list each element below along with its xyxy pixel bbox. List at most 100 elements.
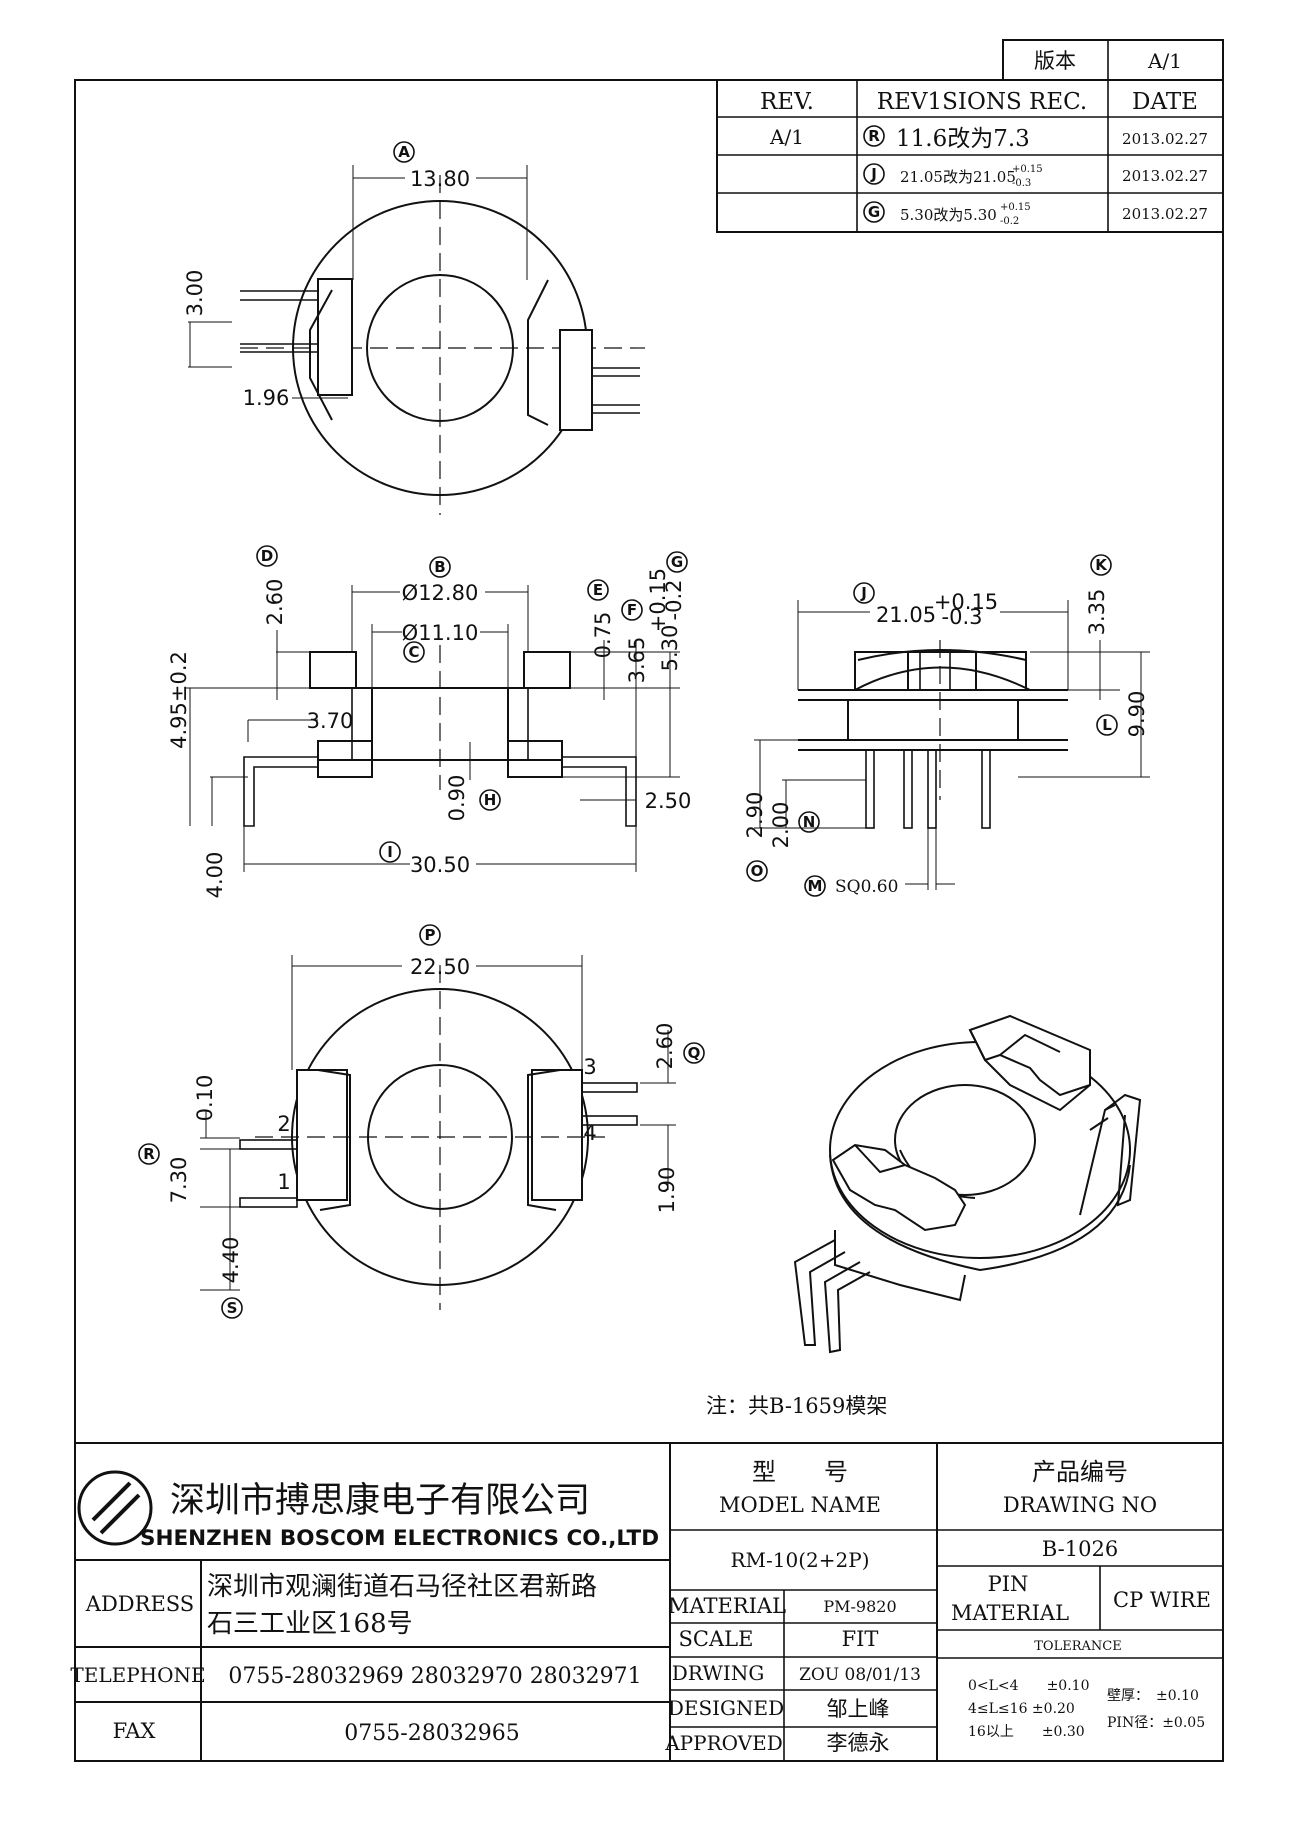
bottom-dim-p: 22.50 bbox=[410, 955, 470, 979]
company-name-en: SHENZHEN BOSCOM ELECTRONICS CO.,LTD bbox=[140, 1526, 659, 1551]
note-text: 注：共B-1659模架 bbox=[706, 1394, 887, 1418]
company-logo bbox=[77, 1470, 153, 1546]
side-dim-d: 2.60 bbox=[263, 579, 287, 626]
tolerance-row-2: 4≤L≤16 ±0.20 bbox=[968, 1701, 1075, 1717]
side-mark-f: F bbox=[627, 601, 637, 619]
pin-2-label: 2 bbox=[277, 1112, 290, 1136]
pin-material-label-2: MATERIAL bbox=[951, 1601, 1069, 1625]
side-tol-g-dn: -0.2 bbox=[662, 580, 686, 621]
pin-material-value: CP WIRE bbox=[1113, 1588, 1211, 1612]
front-mark-j: J bbox=[860, 584, 867, 602]
bottom-dim-260: 2.60 bbox=[653, 1023, 677, 1070]
top-dim-300: 3.00 bbox=[183, 270, 207, 317]
rev-row3-date: 2013.02.27 bbox=[1122, 205, 1208, 223]
model-value: RM-10(2+2P) bbox=[730, 1548, 869, 1572]
pin-3-label: 3 bbox=[583, 1055, 596, 1079]
approved-value: 李德永 bbox=[827, 1731, 890, 1755]
top-mark-a: A bbox=[398, 143, 410, 161]
side-mark-h: H bbox=[484, 791, 497, 809]
side-dim-h: 0.90 bbox=[445, 775, 469, 822]
top-view: 13.80 A 3.00 1.96 bbox=[183, 141, 645, 515]
bottom-mark-q: Q bbox=[688, 1044, 701, 1062]
address-label: ADDRESS bbox=[85, 1592, 194, 1616]
bottom-view: 2 1 3 4 22.50 P 0.10 7.30 R 4.40 S 2.60 … bbox=[138, 924, 705, 1319]
rev-row2-tol-dn: -0.3 bbox=[1012, 178, 1031, 189]
front-dim-200: 2.00 bbox=[769, 802, 793, 849]
rev-row2-mark: J bbox=[870, 165, 877, 183]
bottom-dim-190: 1.90 bbox=[655, 1167, 679, 1214]
tolerance-pin: PIN径：±0.05 bbox=[1107, 1715, 1205, 1731]
side-mark-b: B bbox=[434, 558, 445, 576]
scale-label: SCALE bbox=[679, 1627, 754, 1651]
model-label-cn: 型 号 bbox=[752, 1458, 848, 1486]
pin-4-label: 4 bbox=[583, 1121, 596, 1145]
fax-value: 0755-28032965 bbox=[344, 1721, 519, 1746]
side-dim-height: 4.95±0.2 bbox=[167, 651, 191, 749]
front-mark-n: N bbox=[803, 813, 816, 831]
front-mark-k: K bbox=[1095, 556, 1108, 574]
front-mark-m: M bbox=[808, 877, 823, 895]
front-dim-m: SQ0.60 bbox=[835, 877, 898, 897]
drawing-value: B-1026 bbox=[1042, 1537, 1118, 1561]
side-mark-c: C bbox=[408, 643, 419, 661]
address-line1: 深圳市观澜街道石马径社区君新路 bbox=[207, 1572, 597, 1602]
rev-row2-text: 21.05改为21.05 bbox=[900, 168, 1016, 186]
side-dim-e: 0.75 bbox=[591, 612, 615, 659]
side-tol-g-up: +0.15 bbox=[646, 568, 670, 632]
bottom-dim-440: 4.40 bbox=[219, 1237, 243, 1284]
designed-value: 邹上峰 bbox=[827, 1697, 890, 1721]
revisions-table: REV. REV1SIONS REC. DATE A/1 R 11.6改为7.3… bbox=[716, 79, 1224, 233]
isometric-view bbox=[793, 1014, 1142, 1354]
company-name-cn: 深圳市搏思康电子有限公司 bbox=[170, 1481, 590, 1521]
version-value: A/1 bbox=[1147, 49, 1182, 73]
rev-row1-text: 11.6改为7.3 bbox=[896, 126, 1030, 152]
telephone-value: 0755-28032969 28032970 28032971 bbox=[228, 1664, 641, 1689]
side-dim-370: 3.70 bbox=[307, 709, 354, 733]
front-mark-o: O bbox=[751, 862, 764, 880]
version-label: 版本 bbox=[1034, 49, 1076, 73]
rev-row3-text: 5.30改为5.30 bbox=[900, 206, 997, 224]
front-tol-j-up: +0.15 bbox=[934, 590, 998, 614]
fax-label: FAX bbox=[113, 1719, 156, 1743]
tolerance-row-3: 16以上 ±0.30 bbox=[968, 1724, 1085, 1740]
rev-row2-tol-up: +0.15 bbox=[1012, 164, 1043, 175]
pin-material-label-1: PIN bbox=[988, 1572, 1029, 1596]
rev-row2-date: 2013.02.27 bbox=[1122, 167, 1208, 185]
rev-header: REV. bbox=[760, 89, 814, 115]
bottom-mark-r: R bbox=[143, 1145, 155, 1163]
front-dim-j: 21.05 bbox=[876, 603, 936, 627]
rev-row3-mark: G bbox=[868, 203, 880, 221]
drwing-label: DRWING bbox=[672, 1661, 765, 1685]
bottom-dim-r: 7.30 bbox=[167, 1157, 191, 1204]
rev-row1-mark: R bbox=[868, 127, 880, 145]
date-header: DATE bbox=[1132, 89, 1198, 115]
front-view: 21.05 +0.15 -0.3 J K 3.35 L 9.90 2.90 2.… bbox=[743, 554, 1150, 897]
title-block: 深圳市搏思康电子有限公司 SHENZHEN BOSCOM ELECTRONICS… bbox=[70, 1442, 1223, 1761]
material-value: PM-9820 bbox=[823, 1597, 896, 1616]
side-mark-e: E bbox=[593, 581, 603, 599]
rev-row1-rev: A/1 bbox=[769, 125, 804, 149]
rec-header: REV1SIONS REC. bbox=[877, 89, 1087, 115]
tolerance-label: TOLERANCE bbox=[1034, 1639, 1121, 1654]
sheet-border bbox=[74, 79, 1224, 1762]
drawing-label-en: DRAWING NO bbox=[1003, 1493, 1157, 1517]
pin-1-label: 1 bbox=[277, 1170, 290, 1194]
side-mark-d: D bbox=[261, 547, 273, 565]
front-dim-k: 3.35 bbox=[1085, 589, 1109, 636]
side-mark-i: I bbox=[387, 843, 393, 861]
side-dim-c: Ø11.10 bbox=[402, 621, 479, 645]
tolerance-row-1: 0<L<4 ±0.10 bbox=[968, 1678, 1089, 1694]
drwing-value: ZOU 08/01/13 bbox=[799, 1665, 921, 1685]
telephone-label: TELEPHONE bbox=[70, 1663, 205, 1687]
drawing-label-cn: 产品编号 bbox=[1032, 1458, 1128, 1486]
version-box: 版本 A/1 bbox=[1002, 39, 1224, 81]
top-dim-196: 1.96 bbox=[243, 386, 290, 410]
scale-value: FIT bbox=[842, 1627, 879, 1651]
approved-label: APPROVED bbox=[664, 1731, 783, 1755]
front-dim-290: 2.90 bbox=[743, 792, 767, 839]
front-dim-l: 9.90 bbox=[1125, 691, 1149, 738]
rev-row1-date: 2013.02.27 bbox=[1122, 130, 1208, 148]
front-tol-j-dn: -0.3 bbox=[942, 605, 983, 629]
material-label: MATERIAL bbox=[668, 1594, 786, 1618]
